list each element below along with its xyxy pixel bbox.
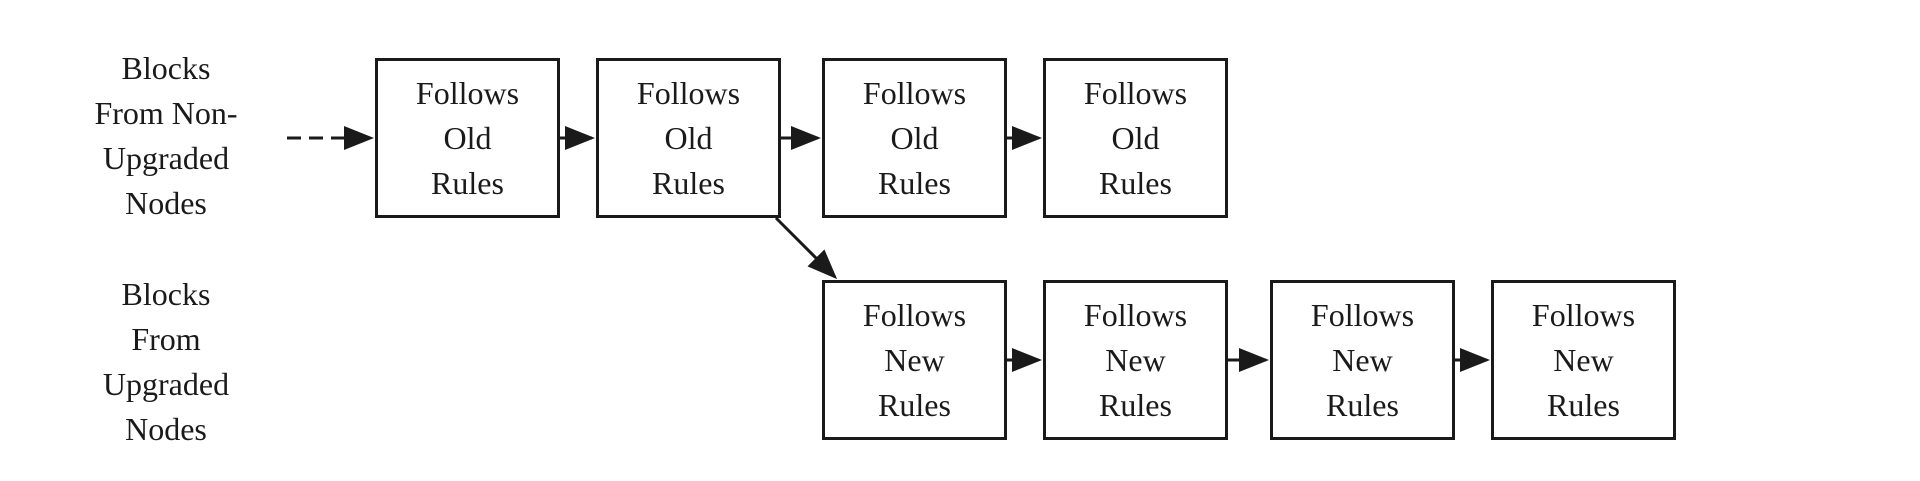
block-text-line: New <box>1332 341 1393 378</box>
block-text-line: Rules <box>652 164 725 201</box>
block-text-line: Old <box>443 119 492 156</box>
new-rules-block-4: Follows New Rules <box>1491 280 1676 440</box>
block-text-line: Follows <box>1310 296 1415 333</box>
block-text-line: Old <box>664 119 713 156</box>
label-line: From Non- <box>94 95 238 131</box>
block-text-line: Follows <box>1083 296 1188 333</box>
block-text-line: Old <box>890 119 939 156</box>
block-text-line: Rules <box>1547 386 1620 423</box>
upgraded-nodes-label: Blocks From Upgraded Nodes <box>56 272 276 452</box>
block-text-line: Rules <box>431 164 504 201</box>
old-rules-block-3: Follows Old Rules <box>822 58 1007 218</box>
block-text-line: Follows <box>1083 74 1188 111</box>
block-text-line: Rules <box>878 386 951 423</box>
old-rules-block-1: Follows Old Rules <box>375 58 560 218</box>
label-line: Blocks <box>121 276 211 312</box>
block-text-line: Follows <box>862 74 967 111</box>
block-text-line: Follows <box>862 296 967 333</box>
block-text-line: Rules <box>1099 164 1172 201</box>
new-rules-block-3: Follows New Rules <box>1270 280 1455 440</box>
label-line: Upgraded <box>102 366 230 402</box>
label-line: Nodes <box>125 185 207 221</box>
label-line: Upgraded <box>102 140 230 176</box>
label-line: Blocks <box>121 50 211 86</box>
non-upgraded-nodes-label: Blocks From Non- Upgraded Nodes <box>56 46 276 226</box>
block-text-line: New <box>1553 341 1614 378</box>
block-text-line: Follows <box>636 74 741 111</box>
label-line: Nodes <box>125 411 207 447</box>
new-rules-block-2: Follows New Rules <box>1043 280 1228 440</box>
block-text-line: Follows <box>1531 296 1636 333</box>
new-rules-block-1: Follows New Rules <box>822 280 1007 440</box>
old-rules-block-2: Follows Old Rules <box>596 58 781 218</box>
block-text-line: Rules <box>1099 386 1172 423</box>
label-line: From <box>131 321 201 357</box>
block-text-line: New <box>1105 341 1166 378</box>
block-text-line: Follows <box>415 74 520 111</box>
fork-arrow <box>774 216 838 280</box>
old-rules-block-4: Follows Old Rules <box>1043 58 1228 218</box>
block-text-line: Old <box>1111 119 1160 156</box>
block-text-line: Rules <box>878 164 951 201</box>
block-text-line: New <box>884 341 945 378</box>
block-text-line: Rules <box>1326 386 1399 423</box>
